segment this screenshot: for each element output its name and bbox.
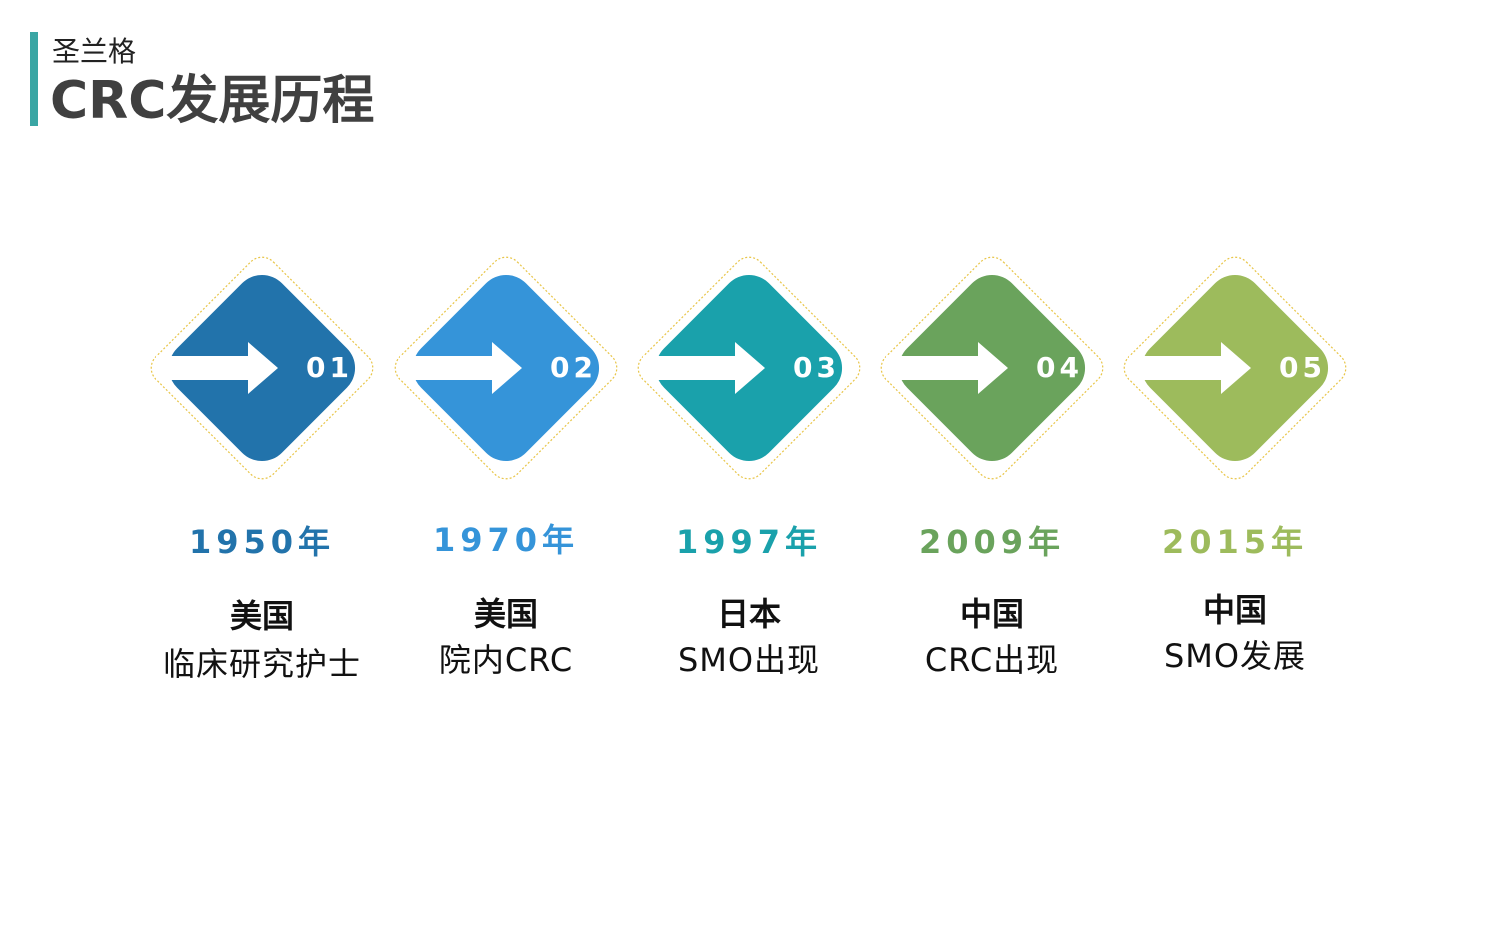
step-number: 03 <box>793 351 840 384</box>
timeline-step-1: 01 1950年 美国 临床研究护士 <box>140 246 384 746</box>
arrow-right-icon <box>643 342 765 394</box>
step-number: 05 <box>1279 351 1326 384</box>
step-description: SMO发展 <box>1163 637 1307 675</box>
diamond-badge <box>637 256 861 480</box>
step-year: 1950年 <box>188 523 336 561</box>
step-year: 1970年 <box>432 521 580 559</box>
step-number: 02 <box>550 351 597 384</box>
step-country: 中国 <box>959 595 1024 633</box>
step-country: 美国 <box>229 597 294 635</box>
step-number: 01 <box>306 351 353 384</box>
page-subtitle: 圣兰格 <box>52 35 137 68</box>
title-accent-bar <box>30 32 38 126</box>
step-country: 中国 <box>1202 591 1267 629</box>
arrow-right-icon <box>156 342 278 394</box>
diamond-badge <box>1123 256 1347 480</box>
step-country: 美国 <box>473 595 538 633</box>
page-title: CRC发展历程 <box>50 71 375 131</box>
arrow-right-icon <box>1129 342 1251 394</box>
step-country: 日本 <box>716 595 781 633</box>
timeline-step-2: 02 1970年 美国 院内CRC <box>384 246 628 746</box>
diamond-badge <box>880 256 1104 480</box>
timeline-step-3: 03 1997年 日本 SMO出现 <box>627 246 871 746</box>
diamond-outline <box>150 256 374 480</box>
step-number: 04 <box>1036 351 1083 384</box>
step-year: 2015年 <box>1161 523 1309 561</box>
step-year: 2009年 <box>918 523 1066 561</box>
diamond-outline <box>880 256 1104 480</box>
step-description: 临床研究护士 <box>162 645 361 683</box>
step-description: CRC出现 <box>924 641 1060 679</box>
diamond-outline <box>637 256 861 480</box>
diamond-outline <box>394 256 618 480</box>
arrow-right-icon <box>400 342 522 394</box>
arrow-right-icon <box>886 342 1008 394</box>
timeline-step-5: 05 2015年 中国 SMO发展 <box>1113 246 1357 746</box>
diamond-outline <box>1123 256 1347 480</box>
diamond-badge <box>394 256 618 480</box>
step-year: 1997年 <box>675 523 823 561</box>
step-description: 院内CRC <box>438 641 574 679</box>
diamond-badge <box>150 256 374 480</box>
timeline-step-4: 04 2009年 中国 CRC出现 <box>870 246 1114 746</box>
step-description: SMO出现 <box>677 641 821 679</box>
